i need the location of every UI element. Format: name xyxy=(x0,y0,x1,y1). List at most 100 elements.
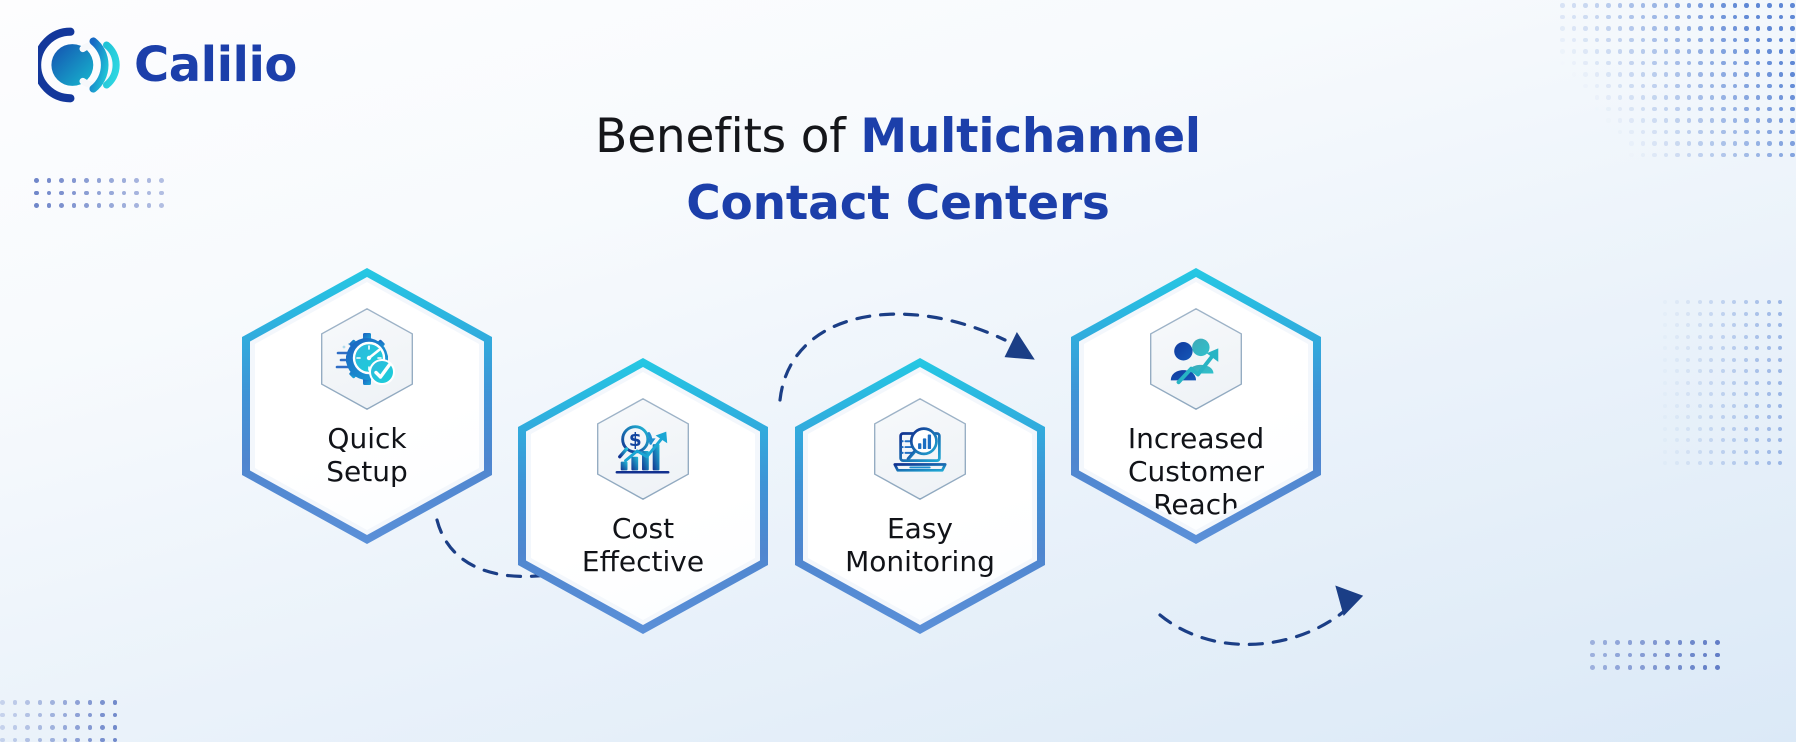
decorative-dot xyxy=(1640,652,1645,658)
decorative-dot xyxy=(1675,72,1680,77)
decorative-dot xyxy=(1778,26,1784,31)
decorative-dot xyxy=(1732,438,1737,443)
decorative-dot xyxy=(1677,640,1683,645)
decorative-dot xyxy=(1652,60,1657,66)
decorative-dot xyxy=(1652,95,1657,100)
decorative-dot xyxy=(1606,95,1611,100)
icon-frame-inner xyxy=(875,399,965,499)
decorative-dot xyxy=(87,712,93,718)
decorative-dot xyxy=(1571,26,1577,31)
decorative-dot xyxy=(1766,369,1771,374)
decorative-dot xyxy=(1743,426,1748,431)
decorative-dot xyxy=(1686,37,1692,43)
decorative-dot xyxy=(1583,26,1588,31)
decorative-dot xyxy=(1766,426,1771,431)
decorative-dot xyxy=(1686,369,1691,374)
decorative-dot xyxy=(1778,449,1783,454)
decorative-dot xyxy=(1663,392,1667,396)
decorative-dot xyxy=(46,203,52,208)
decorative-dot xyxy=(1675,60,1680,66)
brand-logo[interactable]: Calilio xyxy=(38,26,297,104)
decorative-dot xyxy=(1583,3,1588,8)
decorative-dot xyxy=(1583,14,1588,20)
decorative-dot xyxy=(75,725,80,730)
decorative-dot xyxy=(1652,323,1656,327)
decorative-dot xyxy=(1709,438,1714,443)
decorative-dot xyxy=(1652,461,1656,465)
decorative-dot xyxy=(159,203,164,208)
decorative-dot xyxy=(1652,392,1656,396)
title-accent-1: Multichannel xyxy=(860,109,1201,164)
decorative-dot xyxy=(1675,26,1680,31)
decorative-dot xyxy=(1663,14,1669,20)
decorative-dot xyxy=(0,725,5,730)
decorative-dot xyxy=(1686,380,1691,385)
decorative-dot xyxy=(1675,141,1680,146)
decorative-dot xyxy=(96,203,102,208)
decorative-dot xyxy=(1744,118,1749,123)
decorative-dot xyxy=(1709,14,1715,20)
decorative-dot xyxy=(1697,323,1702,328)
decorative-dot xyxy=(134,190,139,196)
decorative-dot xyxy=(1686,392,1691,397)
decorative-dot xyxy=(1778,426,1783,431)
calilio-signal-circle-logo-icon xyxy=(38,27,120,103)
decorative-dot xyxy=(1732,392,1737,397)
decorative-dot xyxy=(1755,346,1760,351)
benefit-node-increased-customer-reach[interactable]: Increased Customer Reach xyxy=(1071,268,1321,544)
decorative-dot xyxy=(96,190,102,196)
decorative-dot xyxy=(1778,129,1784,135)
decorative-dot xyxy=(1690,640,1695,645)
decorative-dot xyxy=(1732,37,1738,43)
icon-frame xyxy=(1150,308,1242,410)
decorative-dot xyxy=(1665,652,1670,658)
decorative-dot xyxy=(1697,426,1702,431)
decorative-dot xyxy=(1686,3,1692,8)
decorative-dot xyxy=(1652,652,1658,658)
decorative-dot xyxy=(1720,415,1725,420)
decorative-dot xyxy=(1615,652,1620,658)
decorative-dot xyxy=(1686,449,1691,454)
benefit-node-easy-monitoring[interactable]: Easy Monitoring xyxy=(795,358,1045,634)
decorative-dot xyxy=(1778,49,1784,54)
decorative-dot xyxy=(1640,450,1644,454)
decorative-dot xyxy=(1778,346,1783,351)
decorative-dot xyxy=(1652,3,1657,8)
decorative-dot xyxy=(75,700,80,705)
decorative-dot xyxy=(1663,72,1669,77)
decorative-dot xyxy=(1606,83,1611,89)
decorative-dot xyxy=(1686,300,1691,305)
decorative-dot xyxy=(1755,129,1761,135)
decorative-dot xyxy=(1594,37,1600,43)
decorative-dot xyxy=(1629,60,1634,66)
decorative-dot xyxy=(59,203,64,208)
decorative-dot xyxy=(1686,438,1691,443)
decorative-dot xyxy=(109,178,114,183)
decorative-dot xyxy=(12,737,18,742)
decorative-dot xyxy=(1640,300,1644,304)
decorative-dot xyxy=(62,737,68,742)
decorative-dot xyxy=(1640,49,1646,54)
title-plain: Benefits of xyxy=(595,109,861,164)
decorative-dot xyxy=(109,190,114,196)
decorative-dot xyxy=(1640,358,1644,362)
decorative-dot xyxy=(1702,652,1708,658)
icon-frame: $ xyxy=(597,398,689,500)
benefit-node-cost-effective[interactable]: $ xyxy=(518,358,768,634)
decorative-dot xyxy=(1778,369,1783,374)
decorative-dot xyxy=(1652,640,1658,645)
decorative-dot xyxy=(1744,141,1749,146)
benefit-node-quick-setup[interactable]: Quick Setup xyxy=(242,268,492,544)
decorative-dot xyxy=(25,737,30,742)
decorative-dot xyxy=(1709,426,1714,431)
decorative-dot xyxy=(1675,49,1680,54)
decorative-dot xyxy=(1709,357,1714,362)
decorative-dot xyxy=(1744,106,1749,112)
decorative-dot xyxy=(100,725,105,730)
decorative-dot xyxy=(1709,449,1714,454)
decorative-dot xyxy=(75,737,80,742)
decorative-dot xyxy=(1697,461,1702,466)
decorative-dot xyxy=(1583,84,1588,89)
decorative-dot xyxy=(62,700,68,705)
decorative-dot xyxy=(1686,60,1692,66)
